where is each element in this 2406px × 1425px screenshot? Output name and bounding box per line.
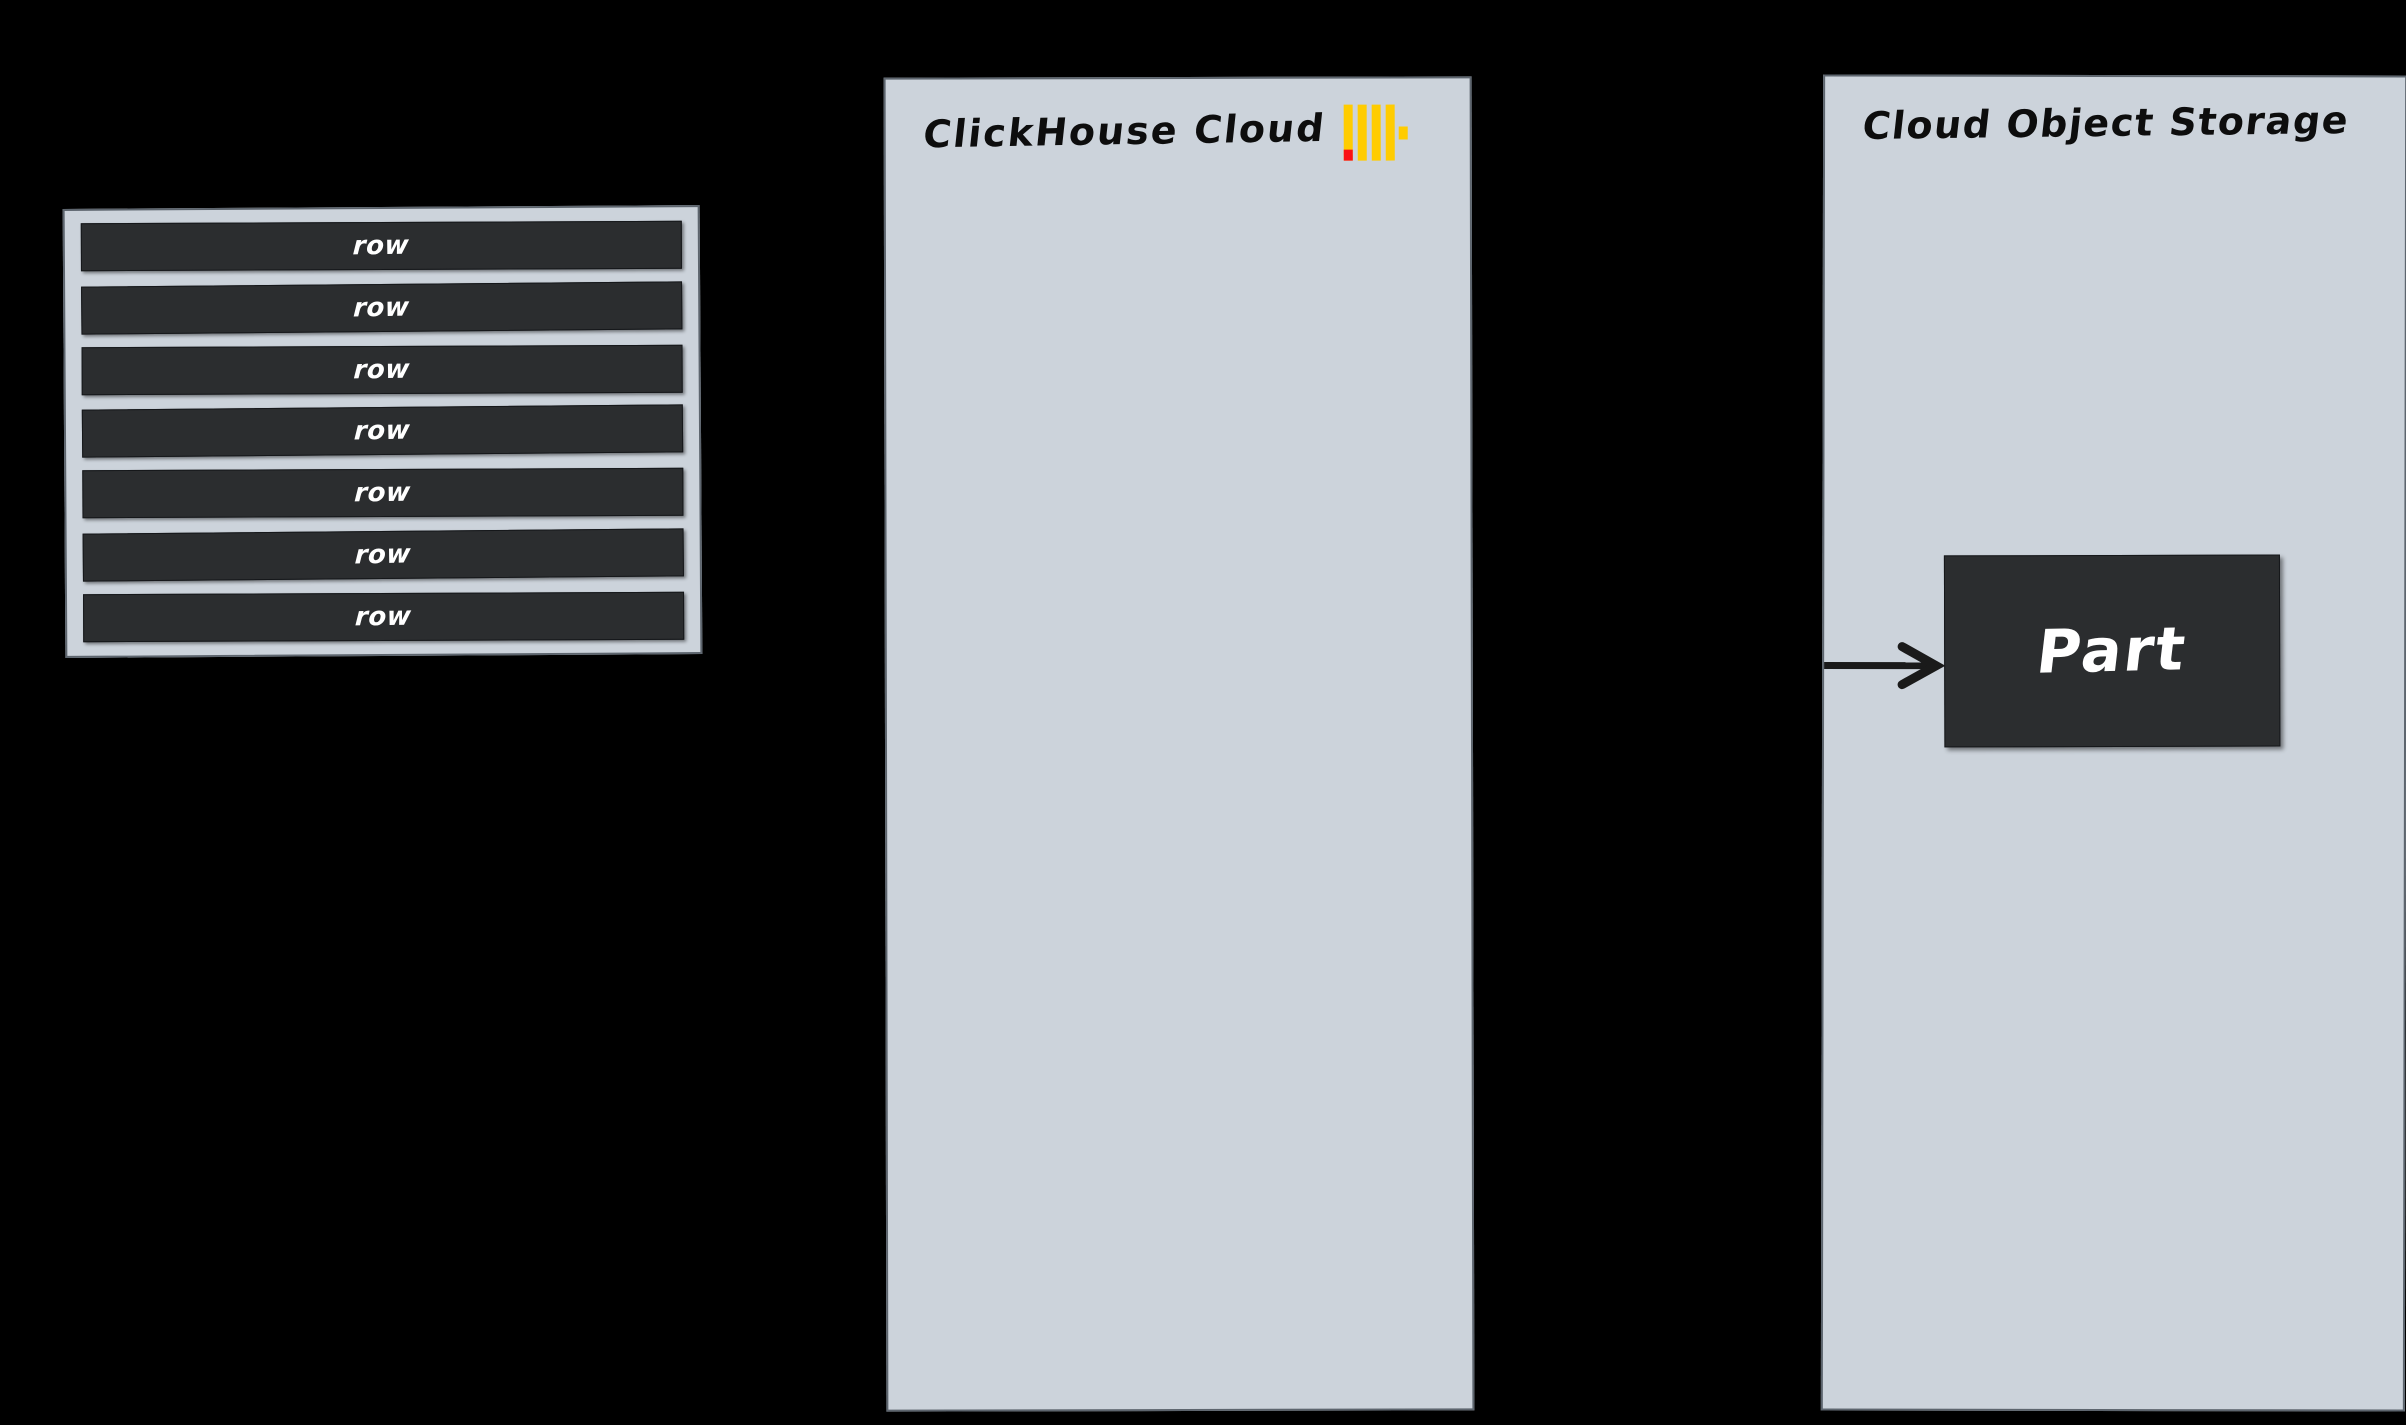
row-label: row <box>354 539 413 571</box>
arrow-right-icon <box>1824 642 1946 690</box>
part-label: Part <box>2033 614 2192 688</box>
row-label: row <box>353 354 412 386</box>
part-box: Part <box>1943 554 2281 748</box>
row-box: row <box>82 468 684 519</box>
row-box: row <box>81 404 684 459</box>
cloud-object-storage-title: Cloud Object Storage <box>1860 98 2352 148</box>
row-label: row <box>352 292 411 324</box>
cloud-object-storage-panel: Cloud Object Storage Part <box>1820 74 2406 1412</box>
clickhouse-cloud-title: ClickHouse Cloud <box>921 103 1408 161</box>
row-box: row <box>81 344 683 395</box>
row-box: row <box>83 591 685 643</box>
row-label: row <box>353 415 412 448</box>
row-box: row <box>80 220 682 272</box>
rows-container: row row row row row row row <box>62 205 703 658</box>
row-label: row <box>352 230 411 262</box>
clickhouse-logo-icon <box>1343 104 1408 161</box>
row-label: row <box>354 601 413 633</box>
cloud-object-storage-title-text: Cloud Object Storage <box>1860 98 2352 148</box>
row-box: row <box>82 528 684 582</box>
row-box: row <box>81 281 683 335</box>
row-label: row <box>353 477 412 509</box>
clickhouse-cloud-title-text: ClickHouse Cloud <box>921 105 1328 157</box>
clickhouse-cloud-panel: ClickHouse Cloud <box>883 76 1475 1412</box>
